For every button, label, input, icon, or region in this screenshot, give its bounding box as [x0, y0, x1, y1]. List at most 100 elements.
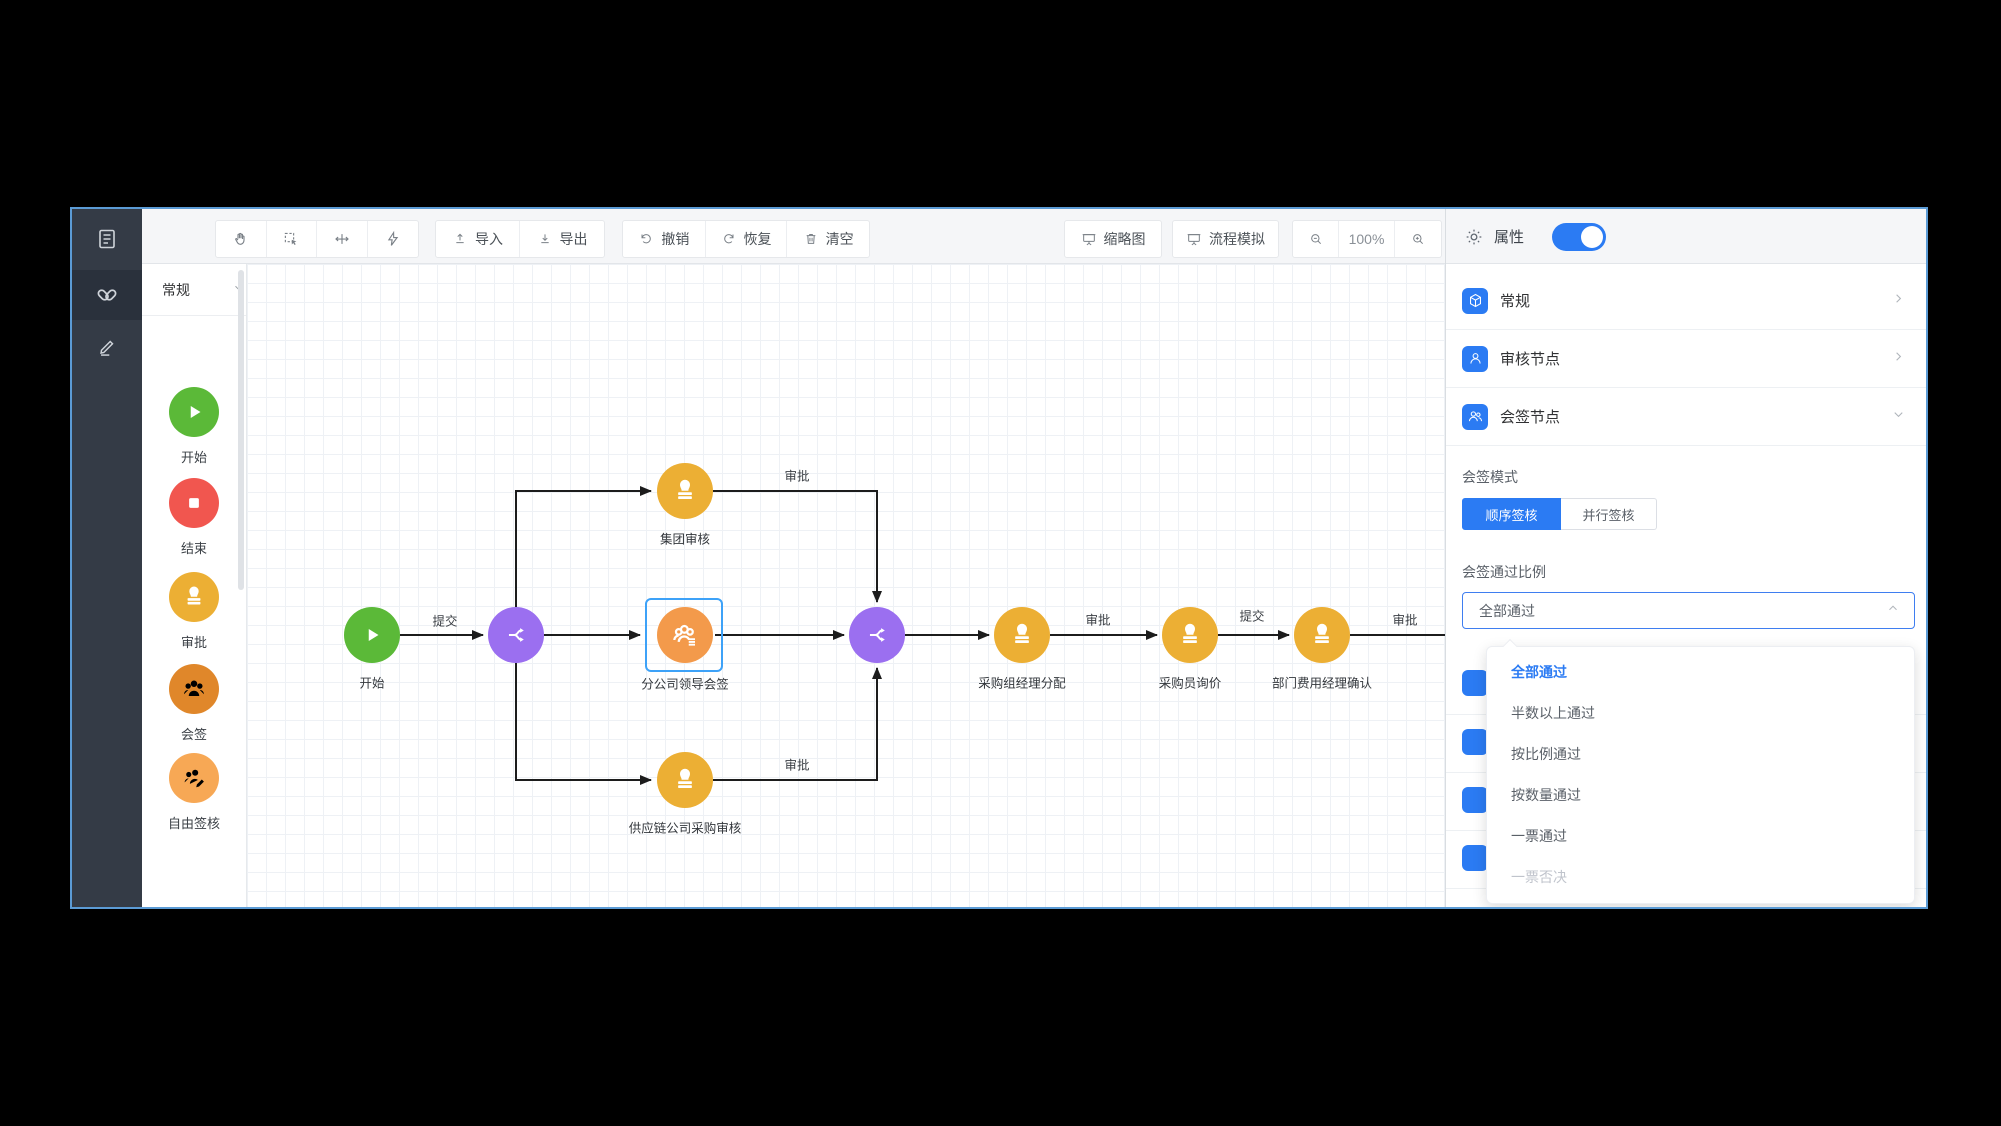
move-icon[interactable]: [317, 221, 368, 257]
palette-header[interactable]: 常规: [142, 264, 246, 316]
chevron-right-icon: [1891, 291, 1906, 311]
edge-label: 提交: [1239, 609, 1265, 624]
palette-item-start[interactable]: 开始: [142, 387, 246, 466]
hidden-section-icon[interactable]: [1462, 670, 1488, 696]
node-label: 采购员询价: [1158, 676, 1222, 691]
sign-mode-sequential[interactable]: 顺序签核: [1462, 498, 1561, 530]
auto-beautify-icon[interactable]: [368, 221, 419, 257]
flow-canvas[interactable]: 开始 集团审核 分公司领导会签 供应链公司采购审核 采购组经理分配 采购员询价: [247, 264, 1449, 907]
start-node-icon: [169, 387, 219, 437]
node-label: 分公司领导会签: [641, 677, 729, 692]
node-supply-chain-review[interactable]: [657, 752, 713, 808]
node-label: 开始: [359, 676, 385, 691]
palette-item-end[interactable]: 结束: [142, 478, 246, 557]
dropdown-notch: [1502, 638, 1518, 654]
option-one-vote-veto[interactable]: 一票否决: [1511, 869, 1567, 885]
form-icon[interactable]: [72, 214, 142, 264]
people-icon: [1462, 403, 1488, 430]
chevron-down-icon: [1891, 407, 1906, 427]
minimap-button[interactable]: 缩略图: [1064, 220, 1162, 258]
node-gateway-join[interactable]: [849, 607, 905, 663]
left-rail: [72, 209, 142, 907]
node-label: 采购组经理分配: [978, 676, 1066, 691]
chevron-up-icon: [1886, 601, 1900, 620]
pass-ratio-value: 全部通过: [1479, 602, 1535, 619]
hidden-section-icon[interactable]: [1462, 729, 1488, 755]
sign-mode-parallel[interactable]: 并行签核: [1561, 498, 1657, 530]
node-dept-expense-confirm[interactable]: [1294, 607, 1350, 663]
simulate-label: 流程模拟: [1209, 231, 1265, 247]
edge-label: 审批: [784, 469, 810, 484]
cube-icon: [1462, 287, 1488, 314]
hidden-section-icon[interactable]: [1462, 845, 1488, 871]
group-pen-icon: [169, 753, 219, 803]
pan-icon[interactable]: [216, 221, 267, 257]
clear-button[interactable]: 清空: [787, 221, 869, 257]
gear-icon: [1464, 227, 1484, 247]
node-buyer-inquiry[interactable]: [1162, 607, 1218, 663]
workflow-designer-window: 导入 导出 撤销 恢复 清空 缩略图: [70, 207, 1928, 909]
pass-ratio-select[interactable]: 全部通过: [1462, 592, 1915, 629]
section-general[interactable]: 常规: [1446, 272, 1926, 330]
node-start[interactable]: [344, 607, 400, 663]
pass-ratio-label: 会签通过比例: [1462, 564, 1546, 580]
section-countersign-node[interactable]: 会签节点: [1446, 388, 1926, 446]
redo-label: 恢复: [743, 231, 772, 247]
option-majority-pass[interactable]: 半数以上通过: [1511, 705, 1595, 721]
person-icon: [1462, 345, 1488, 372]
zoom-out-icon[interactable]: [1293, 221, 1340, 257]
stamp-icon: [169, 572, 219, 622]
properties-title: 属性: [1494, 229, 1525, 246]
tool-group: [215, 220, 419, 258]
section-review-node[interactable]: 审核节点: [1446, 330, 1926, 388]
zoom-level: 100%: [1339, 221, 1395, 257]
workflow-icon[interactable]: [72, 270, 142, 320]
sign-mode-segmented: 顺序签核 并行签核: [1462, 498, 1657, 530]
node-palette: 常规 开始 结束 审批 会签: [142, 264, 247, 907]
marquee-select-icon[interactable]: [267, 221, 317, 257]
export-button[interactable]: 导出: [520, 221, 604, 257]
minimap-label: 缩略图: [1103, 231, 1146, 247]
import-label: 导入: [475, 231, 503, 247]
option-ratio-pass[interactable]: 按比例通过: [1511, 746, 1581, 762]
node-purchase-group-manager[interactable]: [994, 607, 1050, 663]
chevron-right-icon: [1891, 349, 1906, 369]
io-group: 导入 导出: [435, 220, 605, 258]
flow-edges: [400, 486, 1449, 785]
palette-item-free-sign[interactable]: 自由签核: [142, 753, 246, 832]
properties-header: 属性: [1445, 209, 1926, 264]
edge-label: 提交: [432, 614, 458, 629]
redo-button[interactable]: 恢复: [706, 221, 788, 257]
group-icon: [169, 664, 219, 714]
option-all-pass[interactable]: 全部通过: [1511, 664, 1567, 680]
properties-toggle[interactable]: [1552, 222, 1607, 251]
toolbar: 导入 导出 撤销 恢复 清空 缩略图: [142, 209, 1926, 264]
edge-label: 审批: [1085, 613, 1111, 628]
palette-scrollbar[interactable]: [238, 270, 244, 590]
hidden-section-icon[interactable]: [1462, 787, 1488, 813]
edge-label: 审批: [1392, 613, 1418, 628]
node-branch-leader-countersign[interactable]: [657, 607, 713, 663]
palette-item-countersign[interactable]: 会签: [142, 664, 246, 743]
pass-ratio-dropdown: 全部通过 半数以上通过 按比例通过 按数量通过 一票通过 一票否决: [1486, 638, 1915, 904]
undo-button[interactable]: 撤销: [623, 221, 706, 257]
properties-panel: 常规 审核节点 会签节点 会签模式 顺序签核 并行签: [1445, 264, 1926, 907]
undo-label: 撤销: [661, 231, 690, 247]
sign-mode-label: 会签模式: [1462, 469, 1518, 485]
clear-label: 清空: [825, 231, 854, 247]
pen-icon[interactable]: [72, 322, 142, 372]
history-group: 撤销 恢复 清空: [622, 220, 870, 258]
option-one-vote-pass[interactable]: 一票通过: [1511, 828, 1567, 844]
node-gateway-split[interactable]: [488, 607, 544, 663]
zoom-group: 100%: [1292, 220, 1442, 258]
node-label: 供应链公司采购审核: [628, 821, 742, 836]
palette-item-approve[interactable]: 审批: [142, 572, 246, 651]
option-count-pass[interactable]: 按数量通过: [1511, 787, 1581, 803]
zoom-in-icon[interactable]: [1395, 221, 1441, 257]
simulate-button[interactable]: 流程模拟: [1172, 220, 1279, 258]
edge-label: 审批: [784, 758, 810, 773]
export-label: 导出: [559, 231, 588, 247]
node-group-review[interactable]: [657, 463, 713, 519]
node-label: 部门费用经理确认: [1271, 676, 1373, 691]
import-button[interactable]: 导入: [436, 221, 520, 257]
